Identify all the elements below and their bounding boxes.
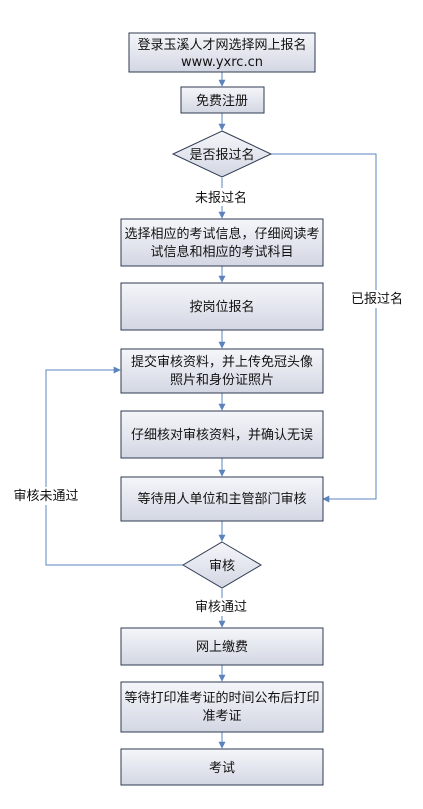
step-wait-print: 等待打印准考证的时间公布后打印 准考证 xyxy=(120,681,324,733)
step-pay-online-label: 网上缴费 xyxy=(196,640,248,655)
arrow-already-registered xyxy=(270,153,377,503)
step-choose-exam-line2: 试信息和相应的考试科目 xyxy=(150,244,293,260)
arrow-review-failed xyxy=(45,366,183,566)
step-wait-review: 等待用人单位和主管部门审核 xyxy=(120,476,324,522)
step-login: 登录玉溪人才网选择网上报名 www.yxrc.cn xyxy=(128,32,316,73)
decision-review-label: 审核 xyxy=(209,559,235,574)
step-submit-materials-line1: 提交审核资料，并上传免冠头像 xyxy=(131,354,313,370)
step-exam: 考试 xyxy=(120,748,324,786)
step-submit-materials: 提交审核资料，并上传免冠头像 照片和身份证照片 xyxy=(120,348,324,394)
step-verify-materials: 仔细核对审核资料，并确认无误 xyxy=(120,410,324,459)
label-review-failed: 审核未通过 xyxy=(13,489,78,504)
step-apply-position-label: 按岗位报名 xyxy=(189,299,254,315)
step-wait-print-line1: 等待打印准考证的时间公布后打印 xyxy=(124,690,319,706)
step-apply-position: 按岗位报名 xyxy=(120,282,324,331)
decision-check-registered: 是否报过名 xyxy=(171,130,273,178)
label-already-registered: 已报过名 xyxy=(351,291,403,307)
step-pay-online: 网上缴费 xyxy=(120,627,324,666)
step-wait-review-label: 等待用人单位和主管部门审核 xyxy=(137,491,306,507)
step-login-line1: 登录玉溪人才网选择网上报名 xyxy=(137,37,306,53)
step-verify-materials-label: 仔细核对审核资料，并确认无误 xyxy=(131,428,313,443)
step-wait-print-line2: 准考证 xyxy=(202,709,241,724)
step-register: 免费注册 xyxy=(180,86,265,114)
step-choose-exam-line1: 选择相应的考试信息，仔细阅读考 xyxy=(124,226,319,242)
step-register-label: 免费注册 xyxy=(196,94,248,109)
label-review-passed: 审核通过 xyxy=(195,600,247,615)
connectors xyxy=(45,72,377,749)
step-choose-exam: 选择相应的考试信息，仔细阅读考 试信息和相应的考试科目 xyxy=(120,218,324,267)
step-submit-materials-line2: 照片和身份证照片 xyxy=(170,372,274,388)
decision-check-registered-label: 是否报过名 xyxy=(189,147,254,163)
decision-review: 审核 xyxy=(182,541,262,589)
label-not-registered: 未报过名 xyxy=(195,190,247,206)
step-exam-label: 考试 xyxy=(209,761,235,776)
step-login-line2: www.yxrc.cn xyxy=(181,55,263,70)
